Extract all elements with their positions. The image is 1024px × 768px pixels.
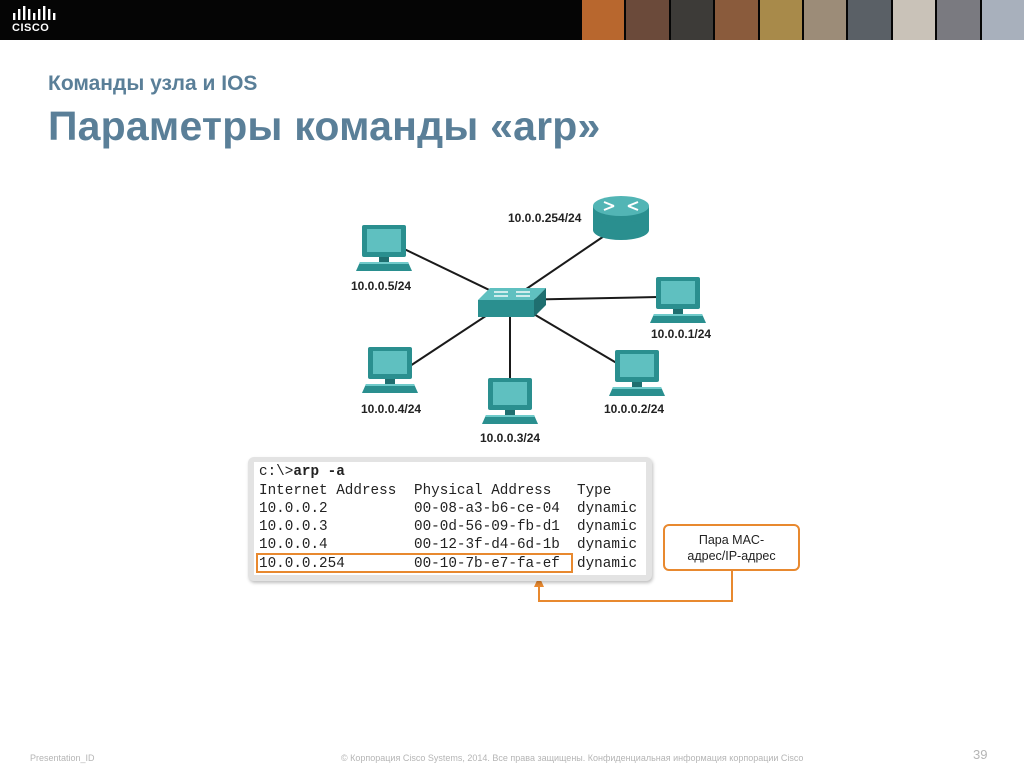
arp-row-type: dynamic <box>577 537 638 553</box>
arp-header-type: Type <box>577 483 612 499</box>
arp-command: arp -a <box>293 464 345 480</box>
arp-prompt: c:\> <box>259 464 294 480</box>
router-ip-label: 10.0.0.254/24 <box>508 211 582 225</box>
callout-line-1: Пара MAC- <box>698 532 765 547</box>
photo-3 <box>670 0 714 40</box>
arp-output-terminal: c:\>arp -a Internet Address Physical Addr… <box>254 462 646 575</box>
arp-output-panel: c:\>arp -a Internet Address Physical Addr… <box>248 457 652 581</box>
host-5-ip-label: 10.0.0.5/24 <box>351 279 411 293</box>
switch-icon[interactable] <box>478 288 546 317</box>
pc-host-1-icon[interactable] <box>650 277 706 323</box>
host-2-ip-label: 10.0.0.2/24 <box>604 402 664 416</box>
slide-subtitle: Команды узла и IOS <box>48 72 258 95</box>
host-1-ip-label: 10.0.0.1/24 <box>651 327 711 341</box>
arp-row-type: dynamic <box>577 501 638 517</box>
pc-host-4-icon[interactable] <box>362 347 418 393</box>
page-number: 39 <box>973 747 988 762</box>
arp-row-mac: 00-0d-56-09-fb-d1 <box>414 519 560 535</box>
photo-1 <box>582 0 625 40</box>
router-icon[interactable] <box>593 196 649 240</box>
arp-row-mac: 00-12-3f-d4-6d-1b <box>414 537 560 553</box>
pc-host-3-icon[interactable] <box>482 378 538 424</box>
pc-host-5-icon[interactable] <box>356 225 412 271</box>
arp-header-row: Internet Address Physical Address Type <box>259 482 611 500</box>
mac-ip-pair-highlight <box>256 553 573 573</box>
header-bar: CISCO <box>0 0 1024 40</box>
callout-connector <box>534 571 733 602</box>
photo-8 <box>892 0 936 40</box>
arp-row: 10.0.0.2 00-08-a3-b6-ce-04 dynamic <box>259 500 637 518</box>
arp-command-line: c:\>arp -a <box>259 463 345 481</box>
photo-5 <box>759 0 803 40</box>
photo-7 <box>848 0 891 40</box>
arp-row-type: dynamic <box>577 556 638 572</box>
arp-row-type: dynamic <box>577 519 638 535</box>
header-photo-strip <box>580 0 1024 40</box>
arp-row: 10.0.0.3 00-0d-56-09-fb-d1 dynamic <box>259 518 637 536</box>
footer-presentation-id: Presentation_ID <box>30 753 95 763</box>
callout-line-2: адрес/IP-адрес <box>687 548 776 563</box>
arp-row-highlighted: 10.0.0.254 00-10-7b-e7-fa-ef dynamic <box>259 555 637 573</box>
host-3-ip-label: 10.0.0.3/24 <box>480 431 540 445</box>
photo-9 <box>937 0 980 40</box>
cisco-logo-bars-icon <box>13 6 56 20</box>
arp-row: 10.0.0.4 00-12-3f-d4-6d-1b dynamic <box>259 536 637 554</box>
host-4-ip-label: 10.0.0.4/24 <box>361 402 421 416</box>
arp-row-mac: 00-08-a3-b6-ce-04 <box>414 501 560 517</box>
footer-copyright: © Корпорация Cisco Systems, 2014. Все пр… <box>341 753 804 763</box>
arp-row-ip: 10.0.0.254 <box>259 556 345 572</box>
arp-row-mac: 00-10-7b-e7-fa-ef <box>414 556 560 572</box>
arp-header-physical-address: Physical Address <box>414 483 552 499</box>
photo-4 <box>715 0 758 40</box>
logo-text: CISCO <box>12 22 50 34</box>
photo-10 <box>981 0 1024 40</box>
photo-2 <box>626 0 669 40</box>
callout-mac-ip-pair: Пара MAC- адрес/IP-адрес <box>663 524 800 571</box>
slide-title: Параметры команды «arp» <box>48 103 601 149</box>
arp-row-ip: 10.0.0.3 <box>259 519 328 535</box>
pc-host-2-icon[interactable] <box>609 350 665 396</box>
photo-6 <box>804 0 847 40</box>
arp-row-ip: 10.0.0.2 <box>259 501 328 517</box>
arp-row-ip: 10.0.0.4 <box>259 537 328 553</box>
arp-header-internet-address: Internet Address <box>259 483 397 499</box>
cisco-logo: CISCO <box>8 6 64 36</box>
